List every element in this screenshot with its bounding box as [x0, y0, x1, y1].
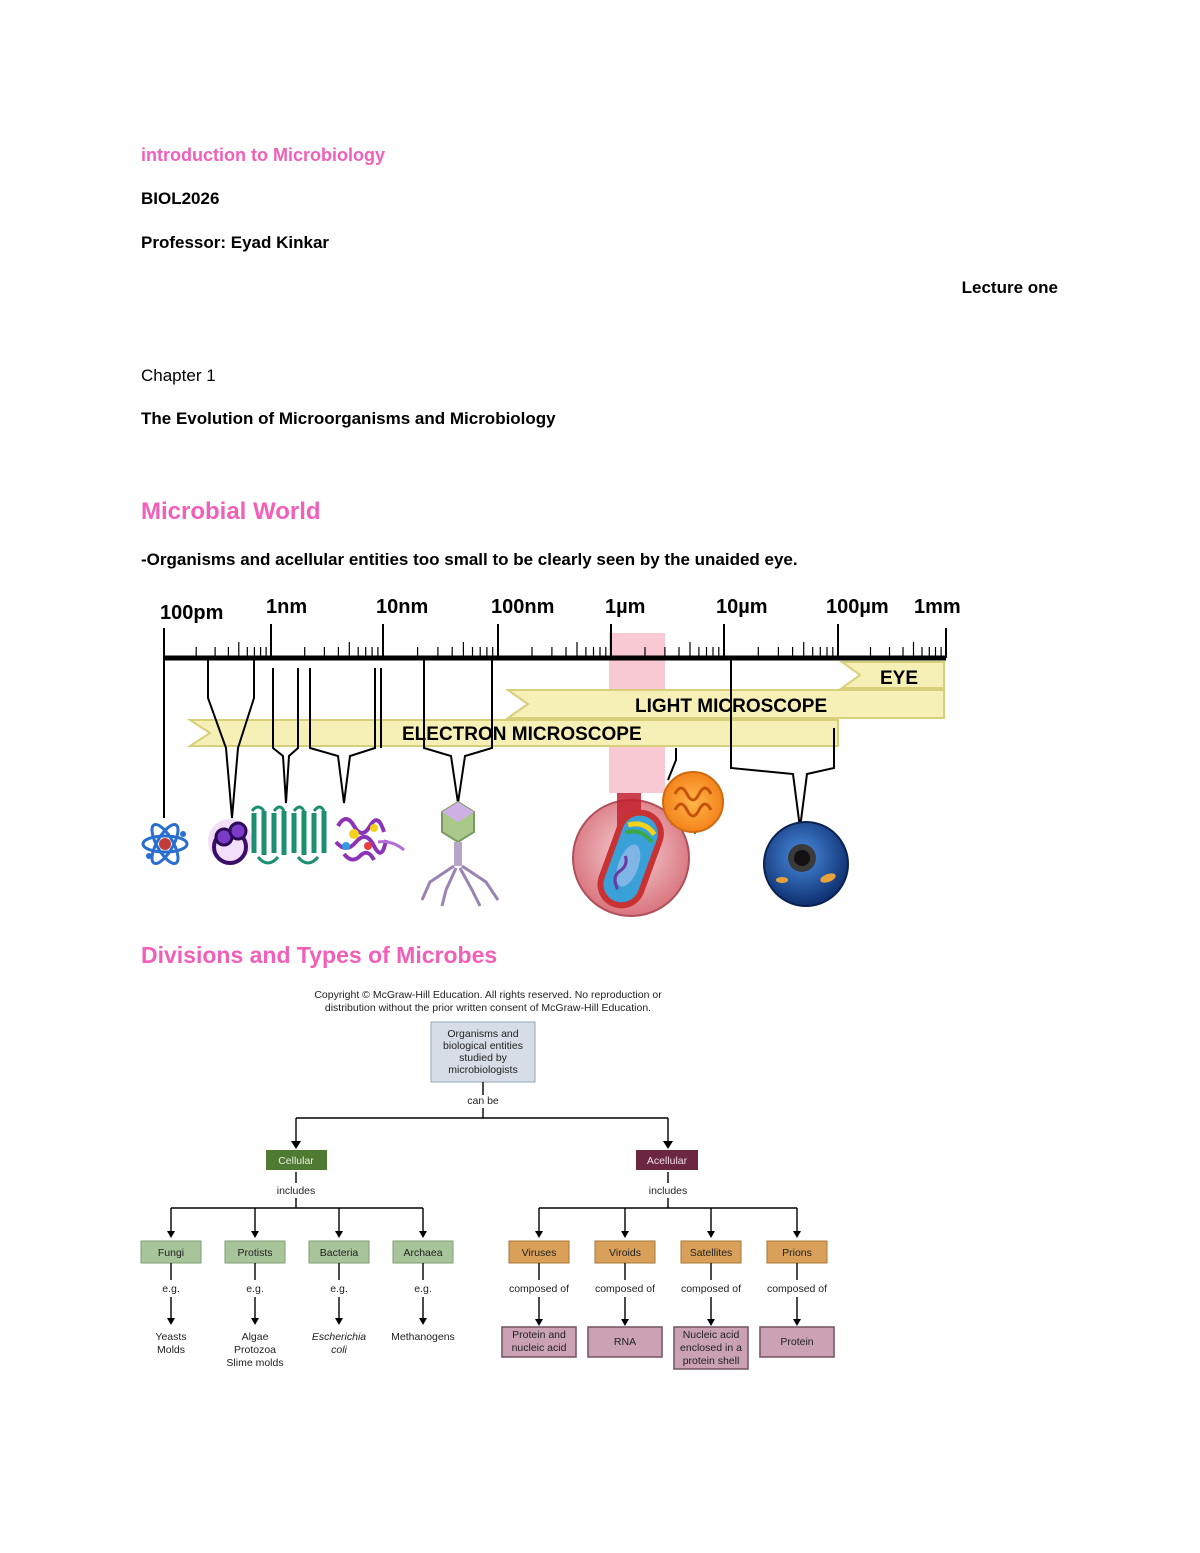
- root-link-label: can be: [467, 1095, 499, 1107]
- cellular-example: Escherichia: [312, 1331, 366, 1343]
- composition-node: [587, 1326, 663, 1358]
- composition-node: [759, 1326, 835, 1358]
- major-ticks: [270, 624, 839, 658]
- cellular-child-label: Protists: [237, 1247, 272, 1259]
- tree-arrowheads: [291, 1141, 673, 1149]
- eye-range-label: EYE: [880, 668, 918, 689]
- tree-connectors: [171, 1082, 797, 1209]
- acellular-child-link: composed of: [681, 1283, 741, 1295]
- course-title: introduction to Microbiology: [141, 145, 385, 165]
- lecture-label: Lecture one: [961, 278, 1058, 297]
- protein-illustration: [334, 817, 405, 862]
- svg-text:biological entities: biological entities: [443, 1040, 523, 1052]
- eukaryotic-cell-illustration: [763, 821, 849, 907]
- chapter-title: The Evolution of Microorganisms and Micr…: [141, 409, 556, 428]
- composition-node: [673, 1326, 749, 1370]
- bacterial-cell-illustration: [572, 793, 696, 917]
- copyright-line-2: distribution without the prior written c…: [325, 1002, 651, 1014]
- bacteriophage-illustration: [420, 800, 500, 907]
- tick-label-10um: 10µm: [716, 596, 768, 618]
- cellular-child-link: e.g.: [246, 1283, 264, 1295]
- cellular-example: Algae: [242, 1331, 269, 1343]
- cellular-includes: includes: [277, 1185, 316, 1197]
- cellular-child-link: e.g.: [330, 1283, 348, 1295]
- tick-label-1nm: 1nm: [266, 596, 307, 618]
- chapter-number: Chapter 1: [141, 366, 216, 385]
- acellular-child-label: Viruses: [522, 1247, 557, 1259]
- acellular-node: [636, 1150, 698, 1170]
- acellular-includes: includes: [649, 1185, 688, 1197]
- acellular-child-link: composed of: [509, 1283, 569, 1295]
- eye-range-arrow: [838, 661, 945, 689]
- section-heading-microbial-world: Microbial World: [141, 498, 321, 525]
- tick-label-100um: 100µm: [826, 596, 889, 618]
- cellular-example: coli: [331, 1344, 347, 1356]
- composition-label: nucleic acid: [512, 1342, 567, 1354]
- svg-text:microbiologists: microbiologists: [448, 1064, 517, 1076]
- composition-label: Nucleic acid: [683, 1329, 740, 1341]
- tick-label-1mm: 1mm: [914, 596, 961, 618]
- electron-microscope-label: ELECTRON MICROSCOPE: [402, 724, 642, 745]
- acellular-child-label: Viroids: [609, 1247, 641, 1259]
- cellular-example: Molds: [157, 1344, 185, 1356]
- acellular-child-link: composed of: [595, 1283, 655, 1295]
- tick-label-1um: 1µm: [605, 596, 645, 618]
- cellular-child-label: Bacteria: [320, 1247, 359, 1259]
- tree-leaves: Fungie.g.YeastsMoldsProtistse.g.AlgaePro…: [140, 1208, 835, 1370]
- mitochondrion-illustration: [662, 771, 724, 833]
- composition-label: protein shell: [683, 1355, 740, 1367]
- cellular-child-link: e.g.: [162, 1283, 180, 1295]
- composition-label: RNA: [614, 1336, 636, 1348]
- tick-label-100nm: 100nm: [491, 596, 554, 618]
- svg-text:Organisms and: Organisms and: [447, 1028, 518, 1040]
- definition-text: -Organisms and acellular entities too sm…: [141, 550, 798, 569]
- acellular-child-link: composed of: [767, 1283, 827, 1295]
- cellular-node: [266, 1150, 327, 1170]
- svg-text:studied by: studied by: [459, 1052, 508, 1064]
- cellular-child-link: e.g.: [414, 1283, 432, 1295]
- tick-label-10nm: 10nm: [376, 596, 428, 618]
- section-heading-divisions: Divisions and Types of Microbes: [141, 942, 498, 968]
- cellular-example: Yeasts: [155, 1331, 186, 1343]
- composition-label: Protein and: [512, 1329, 566, 1341]
- acellular-child-label: Prions: [782, 1247, 812, 1259]
- membrane-protein-illustration: [250, 805, 327, 865]
- cellular-example: Methanogens: [391, 1331, 455, 1343]
- atom-illustration: [141, 823, 189, 865]
- svg-text:Cellular: Cellular: [278, 1155, 314, 1167]
- cellular-child-label: Archaea: [403, 1247, 442, 1259]
- light-microscope-arrow: [504, 689, 945, 719]
- course-code: BIOL2026: [141, 189, 220, 208]
- composition-label: Protein: [780, 1336, 813, 1348]
- small-molecule-illustration: [208, 819, 252, 865]
- minor-ticks: [195, 642, 942, 658]
- microbe-divisions-tree: Copyright © McGraw-Hill Education. All r…: [140, 989, 835, 1370]
- scale-tick-labels: 100pm 1nm 10nm 100nm 1µm 10µm 100µm 1mm: [160, 596, 961, 624]
- composition-node: [501, 1326, 577, 1358]
- cellular-example: Slime molds: [226, 1357, 283, 1369]
- size-scale-figure: 100pm 1nm 10nm 100nm 1µm 10µm 100µm 1mm …: [141, 596, 961, 917]
- professor-name: Professor: Eyad Kinkar: [141, 233, 330, 252]
- acellular-child-label: Satellites: [690, 1247, 733, 1259]
- svg-text:Acellular: Acellular: [647, 1155, 688, 1167]
- composition-label: enclosed in a: [680, 1342, 742, 1354]
- cellular-example: Protozoa: [234, 1344, 276, 1356]
- tick-label-100pm: 100pm: [160, 602, 223, 624]
- copyright-line-1: Copyright © McGraw-Hill Education. All r…: [314, 989, 662, 1001]
- cellular-child-label: Fungi: [158, 1247, 184, 1259]
